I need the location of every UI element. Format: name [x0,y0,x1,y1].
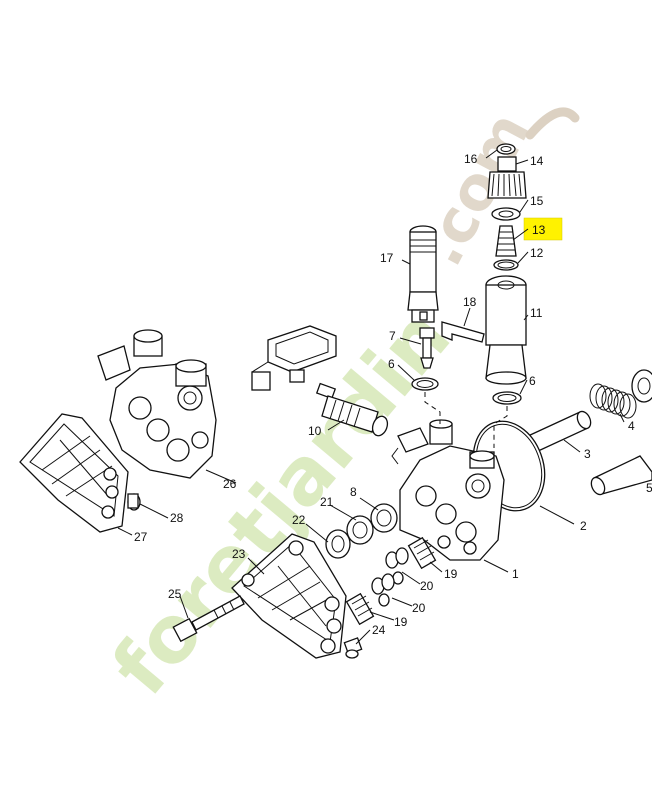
part-4-spring [589,383,637,419]
part-3-piston [527,410,592,453]
label-part-8: 8 [350,485,357,499]
part-19-check-valve-lower [345,592,375,626]
part-8-seal [370,503,398,533]
part-6-oring-right [492,391,522,405]
label-part-26: 26 [223,477,237,491]
label-part-5: 5 [646,481,652,495]
watermark-swoosh [525,107,580,140]
part-23-cover-plate [231,533,347,659]
part-21-seal [346,515,374,545]
label-part-19-lower: 19 [394,615,408,629]
assembly-lines [424,392,508,448]
part-18-hex-key [441,321,485,343]
part-13-cone [495,225,517,257]
unloader-housing [251,325,337,391]
part-15-washer [491,207,521,221]
label-part-15: 15 [530,194,544,208]
part-6-oring-left [411,377,439,391]
label-part-6-left: 6 [388,357,395,371]
part-28-plug [127,493,141,511]
part-labels: 16 14 15 13 12 11 6 17 18 7 6 10 3 4 5 2… [134,152,652,637]
label-part-20-upper: 20 [420,579,434,593]
label-part-28: 28 [170,511,184,525]
label-part-13: 13 [532,223,546,237]
part-26-manifold [97,329,217,479]
part-10-valve [315,382,389,437]
label-part-11: 11 [530,306,543,320]
label-part-7: 7 [389,329,396,343]
label-part-23: 23 [232,547,246,561]
label-part-18: 18 [463,295,477,309]
part-12-oring [493,259,519,271]
part-27-cover-plate [19,413,129,533]
part-16-oring [496,143,516,155]
label-part-4: 4 [628,419,635,433]
label-part-17: 17 [380,251,394,265]
part-1-manifold [391,419,505,561]
label-part-6-right: 6 [529,374,536,388]
label-part-16: 16 [464,152,478,166]
label-part-3: 3 [584,447,591,461]
part-20-orings-upper [385,547,409,585]
part-25-bolt [172,595,245,643]
label-part-19-upper: 19 [444,567,458,581]
spring-retainer [631,369,652,403]
label-part-1: 1 [512,567,519,581]
part-11-cylinder [485,275,527,385]
leader-lines [117,149,625,645]
label-part-24: 24 [372,623,386,637]
part-22-seal [325,529,351,559]
label-part-12: 12 [530,246,544,260]
part-5-piston [590,455,652,496]
label-part-25: 25 [168,587,182,601]
part-14-nut [487,156,527,199]
label-part-20-lower: 20 [412,601,426,615]
part-7-valve [419,327,435,369]
part-17-tube [407,225,439,323]
label-part-2: 2 [580,519,587,533]
label-part-27: 27 [134,530,148,544]
label-part-10: 10 [308,424,322,438]
label-part-22: 22 [292,513,306,527]
label-part-14: 14 [530,154,544,168]
label-part-21: 21 [320,495,334,509]
highlight-box [523,217,563,241]
part-20-orings-lower [371,573,395,607]
part-19-check-valve-upper [407,536,437,570]
